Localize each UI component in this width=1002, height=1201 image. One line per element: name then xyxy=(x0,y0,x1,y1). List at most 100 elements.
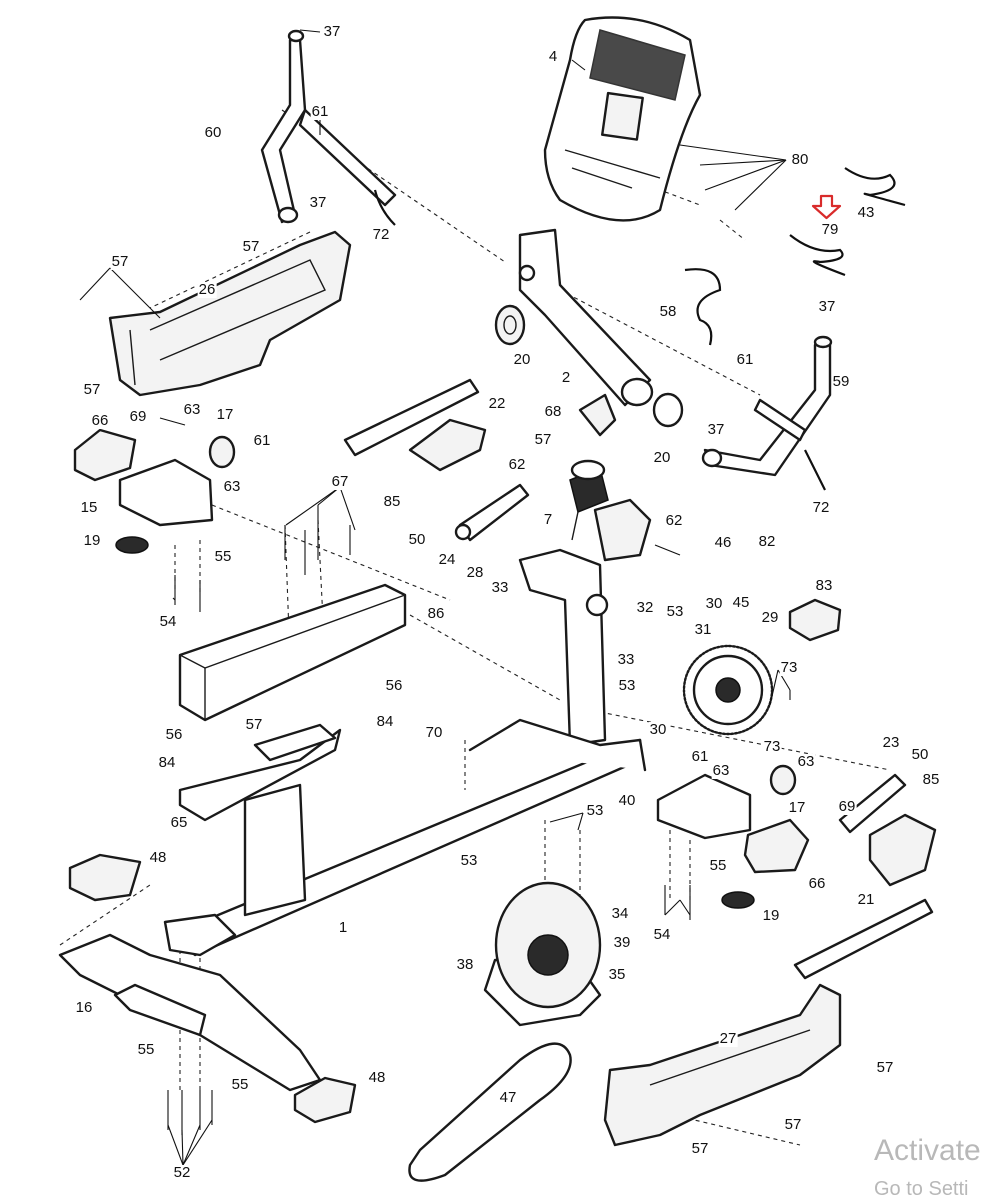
part-label: 54 xyxy=(158,613,178,630)
part-label: 69 xyxy=(837,798,857,815)
part-label: 72 xyxy=(811,499,831,516)
part-label: 82 xyxy=(757,533,777,550)
crank-parts xyxy=(454,483,907,834)
part-label: 35 xyxy=(607,966,627,983)
part-label: 67 xyxy=(330,473,350,490)
part-label: 56 xyxy=(164,726,184,743)
front-stabilizer-part xyxy=(58,933,322,1092)
part-label: 55 xyxy=(136,1041,156,1058)
part-label: 55 xyxy=(708,857,728,874)
part-label: 60 xyxy=(203,124,223,141)
wheel-parts xyxy=(494,304,684,428)
seat-rail-part xyxy=(178,583,407,722)
part-label: 65 xyxy=(169,814,189,831)
stabilizer-cap-parts xyxy=(68,853,357,1124)
left-pedal-part xyxy=(343,378,487,472)
right-pedal-part xyxy=(793,813,937,980)
resistance-wheel-part xyxy=(483,881,602,1027)
part-label: 61 xyxy=(252,432,272,449)
part-label: 21 xyxy=(856,891,876,908)
part-label: 61 xyxy=(690,748,710,765)
part-label: 53 xyxy=(459,852,479,869)
part-label: 57 xyxy=(110,253,130,270)
part-label: 72 xyxy=(371,226,391,243)
part-label: 47 xyxy=(498,1089,518,1106)
part-label: 57 xyxy=(533,431,553,448)
part-label: 56 xyxy=(384,677,404,694)
part-label: 62 xyxy=(507,456,527,473)
part-label: 7 xyxy=(542,511,554,528)
part-label: 22 xyxy=(487,395,507,412)
part-label: 61 xyxy=(735,351,755,368)
left-handlebar-cover-part xyxy=(108,230,352,397)
part-label: 53 xyxy=(665,603,685,620)
part-label: 61 xyxy=(310,103,330,120)
part-label: 23 xyxy=(881,734,901,751)
part-label: 73 xyxy=(762,738,782,755)
part-label: 19 xyxy=(761,907,781,924)
part-label: 63 xyxy=(711,762,731,779)
seat-post-part xyxy=(178,723,342,917)
part-label: 32 xyxy=(635,599,655,616)
part-label: 57 xyxy=(690,1140,710,1157)
part-label: 63 xyxy=(796,753,816,770)
part-label: 73 xyxy=(779,659,799,676)
part-label: 53 xyxy=(585,802,605,819)
activation-watermark-line2: Go to Setti xyxy=(874,1178,969,1200)
part-label: 80 xyxy=(790,151,810,168)
part-label: 33 xyxy=(490,579,510,596)
part-label: 50 xyxy=(910,746,930,763)
adjustment-knob-part xyxy=(569,459,609,541)
hardware-bolts xyxy=(159,417,791,1135)
console-part xyxy=(543,16,702,222)
part-label: 46 xyxy=(713,534,733,551)
part-label: 57 xyxy=(82,381,102,398)
part-label: 30 xyxy=(648,721,668,738)
flywheel-part xyxy=(682,644,774,736)
part-label: 59 xyxy=(831,373,851,390)
part-label: 19 xyxy=(82,532,102,549)
part-label: 26 xyxy=(197,281,217,298)
part-label: 68 xyxy=(543,403,563,420)
part-label: 39 xyxy=(612,934,632,951)
part-label: 31 xyxy=(693,621,713,638)
part-label: 37 xyxy=(308,194,328,211)
part-label: 43 xyxy=(856,204,876,221)
part-label: 37 xyxy=(706,421,726,438)
right-handlebar-cover-part xyxy=(603,983,842,1147)
activation-watermark-line1: Activate xyxy=(874,1134,981,1167)
part-label: 57 xyxy=(244,716,264,733)
part-label: 2 xyxy=(560,369,572,386)
highlight-arrow-icon xyxy=(811,194,842,220)
end-cap-parts xyxy=(73,428,810,874)
part-label: 29 xyxy=(760,609,780,626)
part-label: 53 xyxy=(617,677,637,694)
part-label: 48 xyxy=(148,849,168,866)
part-label: 63 xyxy=(222,478,242,495)
part-label: 85 xyxy=(921,771,941,788)
part-label: 1 xyxy=(337,919,349,936)
part-label: 37 xyxy=(817,298,837,315)
part-label: 16 xyxy=(74,999,94,1016)
mast-tube-part xyxy=(518,228,654,407)
part-label: 55 xyxy=(230,1076,250,1093)
part-label: 70 xyxy=(424,724,444,741)
part-label: 57 xyxy=(875,1059,895,1076)
left-handlebar-part xyxy=(260,29,397,224)
right-handlebar-part xyxy=(701,335,833,477)
wire-harness-parts xyxy=(373,167,906,491)
part-label: 15 xyxy=(79,499,99,516)
label-leader-lines xyxy=(79,29,791,1166)
part-label: 79 xyxy=(820,221,840,238)
part-label: 55 xyxy=(213,548,233,565)
part-label: 84 xyxy=(157,754,177,771)
part-label: 86 xyxy=(426,605,446,622)
part-label: 20 xyxy=(652,449,672,466)
part-label: 50 xyxy=(407,531,427,548)
part-label: 57 xyxy=(783,1116,803,1133)
pulley-parts xyxy=(208,435,797,796)
bracket-68-part xyxy=(578,393,617,437)
part-label: 38 xyxy=(455,956,475,973)
part-label: 37 xyxy=(322,23,342,40)
